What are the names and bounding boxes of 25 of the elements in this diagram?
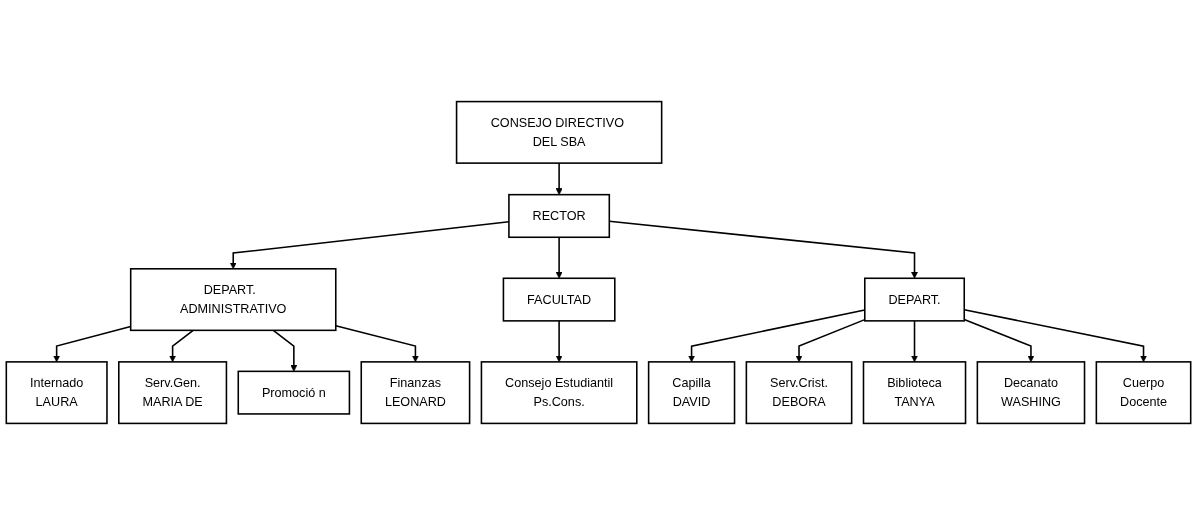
node-box: RECTOR [508, 193, 611, 239]
node-box: Serv.Crist. DEBORA [745, 361, 853, 425]
node-box: Consejo Estudiantil Ps.Cons. [480, 361, 638, 425]
arrow [963, 318, 1035, 363]
node-box: Capilla DAVID [647, 361, 736, 425]
node-box: DEPART. [864, 277, 966, 322]
arrow [555, 320, 563, 363]
arrow [555, 162, 563, 195]
arrow [688, 309, 866, 363]
arrow [963, 308, 1147, 363]
node-box: Cuerpo Docente [1095, 361, 1192, 425]
arrow [795, 318, 866, 363]
node-box: DEPART. ADMINISTRATIVO [129, 268, 337, 332]
arrow [169, 329, 194, 363]
node-box: CONSEJO DIRECTIVO DEL SBA [455, 100, 663, 164]
arrow [272, 329, 298, 372]
node-box: Serv.Gen. MARIA DE [118, 361, 228, 425]
node-box: Decanato WASHING [976, 361, 1086, 425]
node-box: Internado LAURA [5, 361, 108, 425]
arrow [555, 236, 563, 279]
node-box: Promoció n [237, 370, 351, 415]
node-box: Finanzas LEONARD [360, 361, 471, 425]
node-box: FACULTAD [502, 277, 616, 322]
arrow [911, 320, 918, 363]
node-box: Biblioteca TANYA [862, 361, 967, 425]
